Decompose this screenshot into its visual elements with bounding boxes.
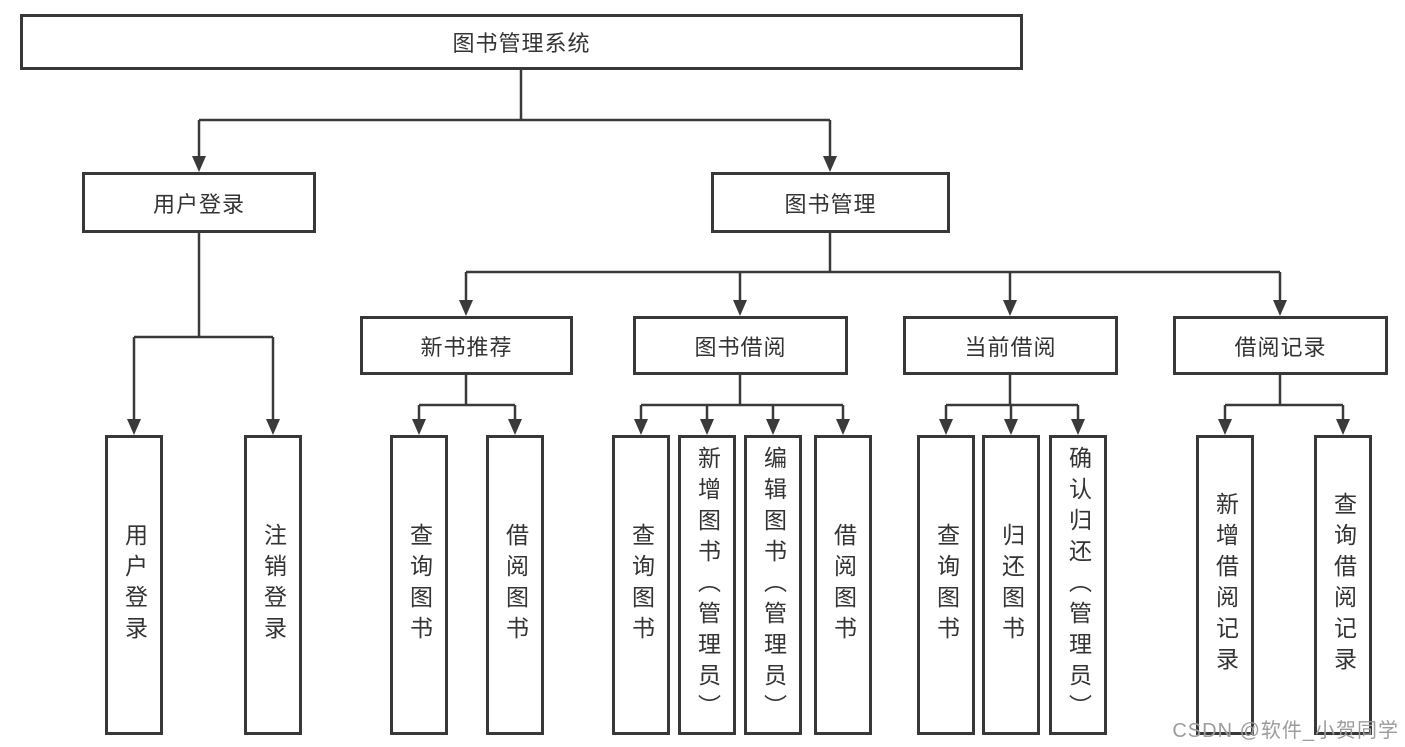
leaf-confirm-return-admin: 确认归还（管理员） <box>1049 435 1107 735</box>
connector-skeleton <box>132 70 1345 421</box>
node-label: 借阅图书 <box>502 523 529 647</box>
node-label: 查询图书 <box>406 523 433 647</box>
node-label: 新增图书（管理员） <box>694 445 721 725</box>
leaf-query-borrow-record: 查询借阅记录 <box>1314 435 1372 735</box>
arrowheads <box>127 156 1350 435</box>
node-library-system: 图书管理系统 <box>20 14 1023 70</box>
node-label: 借阅记录 <box>1234 334 1327 360</box>
node-label: 新增借阅记录 <box>1212 492 1239 678</box>
leaf-edit-book-admin: 编辑图书（管理员） <box>744 435 802 735</box>
node-book-management: 图书管理 <box>711 172 950 233</box>
node-book-borrow: 图书借阅 <box>633 316 848 375</box>
node-label: 归还图书 <box>998 523 1025 647</box>
node-label: 当前借阅 <box>964 334 1057 360</box>
leaf-query-books-borrow: 查询图书 <box>612 435 670 735</box>
node-label: 查询图书 <box>933 523 960 647</box>
leaf-query-books-current: 查询图书 <box>917 435 975 735</box>
leaf-borrow-books-borrow: 借阅图书 <box>814 435 872 735</box>
leaf-query-books-newbook: 查询图书 <box>390 435 448 735</box>
watermark: CSDN @软件_小贺同学 <box>1172 720 1399 742</box>
node-label: 图书借阅 <box>694 334 787 360</box>
node-label: 图书管理系统 <box>452 31 591 56</box>
node-user-login: 用户登录 <box>82 172 316 233</box>
node-label: 图书管理 <box>784 191 877 217</box>
node-borrow-records: 借阅记录 <box>1173 316 1388 375</box>
leaf-user-login: 用户登录 <box>105 435 163 735</box>
leaf-add-book-admin: 新增图书（管理员） <box>678 435 736 735</box>
leaf-add-borrow-record: 新增借阅记录 <box>1196 435 1254 735</box>
leaf-return-books: 归还图书 <box>982 435 1040 735</box>
leaf-logout: 注销登录 <box>244 435 302 735</box>
leaf-borrow-books-newbook: 借阅图书 <box>486 435 544 735</box>
node-label: 查询图书 <box>628 523 655 647</box>
node-label: 用户登录 <box>152 191 245 217</box>
node-label: 注销登录 <box>260 523 287 647</box>
node-label: 确认归还（管理员） <box>1065 445 1092 725</box>
node-label: 编辑图书（管理员） <box>760 445 787 725</box>
node-current-borrow: 当前借阅 <box>903 316 1118 375</box>
node-label: 借阅图书 <box>830 523 857 647</box>
node-label: 用户登录 <box>121 523 148 647</box>
node-label: 新书推荐 <box>420 334 513 360</box>
node-new-book-recommend: 新书推荐 <box>360 316 573 375</box>
node-label: 查询借阅记录 <box>1330 492 1357 678</box>
